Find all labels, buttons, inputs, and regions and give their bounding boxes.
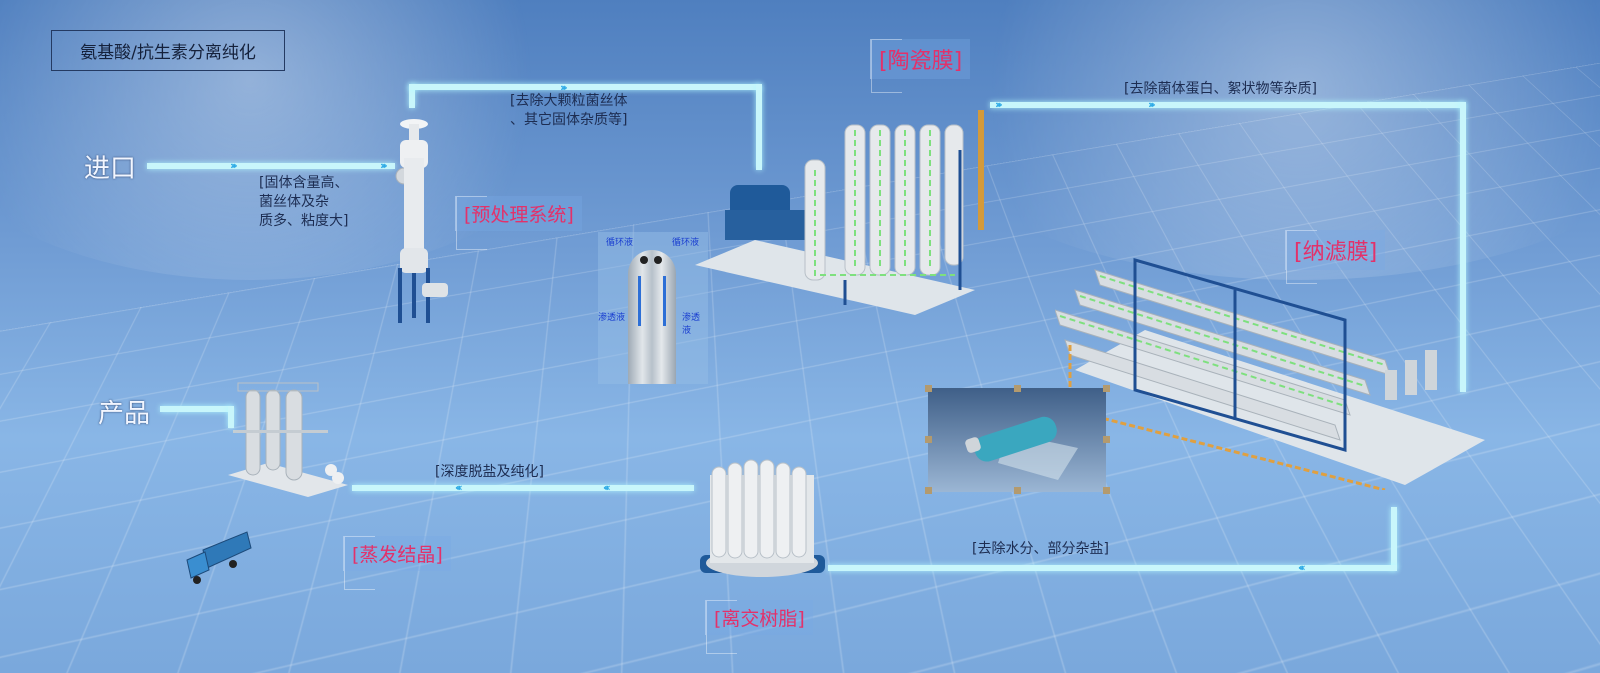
stage-label-text: [蒸发结晶] [352, 544, 443, 566]
resize-handle[interactable] [1103, 487, 1110, 494]
stage-label-text: [预处理系统] [464, 204, 574, 226]
product-label: 产品 [98, 399, 151, 429]
resize-handle[interactable] [1103, 436, 1110, 443]
stage-label-pretreatment: [预处理系统] [455, 196, 582, 250]
pretreatment-filter [392, 118, 452, 328]
stage-label-text: [离交树脂] [714, 608, 805, 630]
flow-arrow-right: ››› [995, 98, 1002, 111]
nf-to-ion-pipe [828, 565, 1397, 571]
stage-label-nanofiltration: [纳滤膜] [1285, 230, 1386, 284]
membrane-tube [628, 250, 676, 384]
evaporation-crystallizer [228, 375, 348, 500]
inlet-note: [固体含量高、 菌丝体及杂 质多、粘度大] [259, 175, 349, 229]
inlet-label: 进口 [84, 154, 137, 184]
stage-label-evaporation: [蒸发结晶] [343, 536, 451, 590]
product-pipe [160, 406, 232, 412]
ion-note: [深度脱盐及纯化] [435, 464, 544, 480]
nf-to-ion-pipe-down [1391, 507, 1397, 570]
resize-handle[interactable] [925, 436, 932, 443]
membrane-cross-section: 循环液 循环液 渗透液 渗透液 [598, 232, 708, 384]
stage-label-ion-exchange: [离交树脂] [705, 600, 813, 654]
stage-label-text: [陶瓷膜] [879, 49, 963, 74]
permeate-label: 渗透液 [598, 313, 626, 323]
resize-handle[interactable] [1014, 385, 1021, 392]
diagram-title: 氨基酸/抗生素分离纯化 [51, 30, 285, 71]
resize-handle[interactable] [1014, 487, 1021, 494]
circulating-label: 循环液 [672, 238, 700, 248]
pretreat-note: [去除大颗粒菌丝体 、其它固体杂质等] [510, 93, 628, 128]
flow-arrow-left: ‹‹‹ [1298, 561, 1305, 574]
nanofiltration-unit [1054, 250, 1495, 492]
flow-arrow-right: ››› [1148, 98, 1155, 111]
inlet-pipe [147, 163, 395, 169]
ion-exchange-unit [700, 455, 825, 585]
stage-label-text: [纳滤膜] [1294, 240, 1378, 265]
pretreat-to-ceramic-pipe [409, 84, 761, 90]
truck-icon [185, 530, 255, 585]
resize-handle[interactable] [925, 385, 932, 392]
resize-handle[interactable] [925, 487, 932, 494]
ceramic-membrane-unit [695, 90, 1015, 315]
permeate-label: 渗透液 [682, 313, 701, 336]
title-text: 氨基酸/抗生素分离纯化 [80, 43, 256, 63]
flow-arrow-right: ››› [380, 159, 387, 172]
ceramic-to-nf-pipe [990, 102, 1465, 108]
nf-note: [去除水分、部分杂盐] [972, 541, 1109, 557]
circulating-label: 循环液 [606, 238, 634, 248]
stage-label-ceramic: [陶瓷膜] [870, 39, 971, 93]
product-pipe-down [228, 406, 234, 428]
pretreat-to-ceramic-pipe-down [756, 84, 762, 170]
ion-to-evap-pipe [352, 485, 694, 491]
ceramic-note: [去除菌体蛋白、絮状物等杂质] [1124, 81, 1317, 97]
flow-arrow-left: ‹‹‹ [455, 481, 462, 494]
flow-arrow-right: ››› [560, 81, 567, 94]
flow-arrow-left: ‹‹‹ [603, 481, 610, 494]
riser-pipe [409, 84, 415, 108]
resize-handle[interactable] [1103, 385, 1110, 392]
membrane-element-image[interactable] [928, 388, 1106, 492]
ceramic-to-nf-pipe-down [1460, 102, 1466, 392]
flow-arrow-right: ››› [230, 159, 237, 172]
